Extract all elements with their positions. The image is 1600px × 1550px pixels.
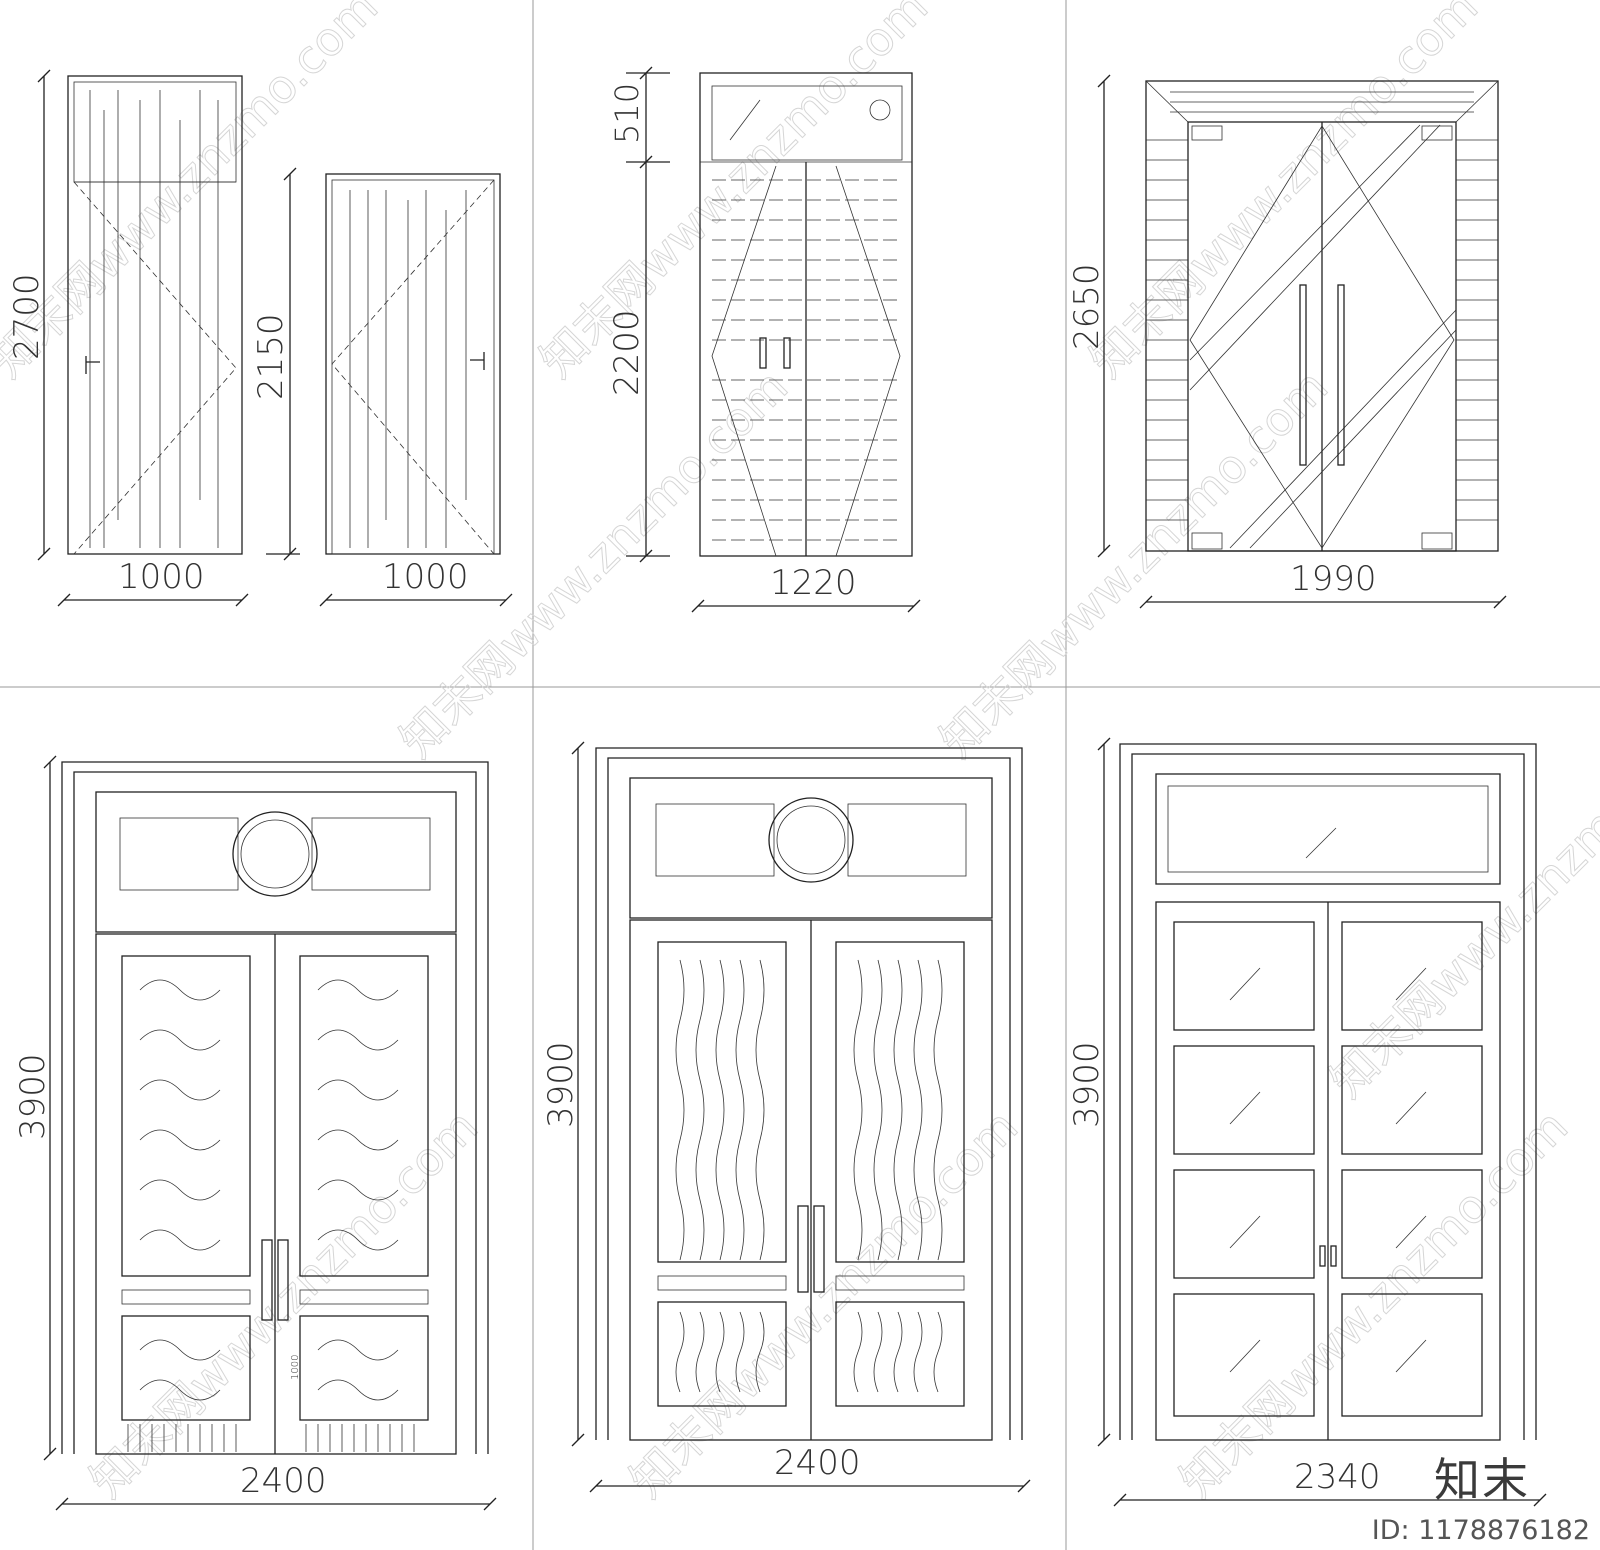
- door-7-dimensions: 3900 2340: [1067, 737, 1547, 1507]
- door-3-elevation: [699, 72, 913, 557]
- door-7-elevation: [1119, 743, 1537, 1441]
- dim-top-label: 510: [608, 83, 646, 144]
- dim-height-label: 3900: [13, 1053, 53, 1140]
- dim-height-label: 2150: [251, 313, 291, 400]
- dim-height-label: 2200: [607, 309, 647, 396]
- door-3-dimensions: 510 2200 1220: [607, 66, 921, 613]
- door-6-dimensions: 3900 2400: [541, 741, 1031, 1493]
- dim-height-label: 3900: [1067, 1041, 1107, 1128]
- dim-width-label: 1000: [382, 557, 469, 597]
- door-1-dimensions: 2700 1000: [7, 69, 249, 607]
- watermark-text: 知末网www.znzmo.com: [930, 359, 1339, 768]
- dim-small-label: 1000: [290, 1355, 301, 1380]
- dim-height-label: 2700: [7, 273, 47, 360]
- watermark-text: 知末网www.znzmo.com: [530, 0, 939, 388]
- door-5-dimensions: 3900 2400: [13, 755, 497, 1511]
- brand-logo: 知末: [1434, 1453, 1530, 1507]
- door-4-dimensions: 2650 1990: [1067, 74, 1507, 609]
- dim-width-label: 2400: [774, 1443, 861, 1483]
- dim-width-label: 2400: [240, 1461, 327, 1501]
- door-4-elevation: [1145, 80, 1499, 552]
- door-5-elevation: 1000: [61, 761, 489, 1455]
- watermark-text: 知末网www.znzmo.com: [0, 0, 388, 388]
- image-id-label: ID: 1178876182: [1371, 1515, 1590, 1546]
- door-1-elevation: [67, 75, 243, 555]
- dim-height-label: 3900: [541, 1041, 581, 1128]
- dim-width-label: 1220: [770, 563, 857, 603]
- dim-width-label: 1990: [1290, 559, 1377, 599]
- dim-width-label: 2340: [1294, 1457, 1381, 1497]
- dim-height-label: 2650: [1067, 263, 1107, 350]
- dim-width-label: 1000: [118, 557, 205, 597]
- watermark-text: 知末网www.znzmo.com: [80, 1099, 489, 1508]
- door-6-elevation: [595, 747, 1023, 1441]
- watermark-text: 知末网www.znzmo.com: [1080, 0, 1489, 388]
- door-2-dimensions: 2150 1000: [251, 167, 513, 607]
- door-2-elevation: [325, 173, 501, 555]
